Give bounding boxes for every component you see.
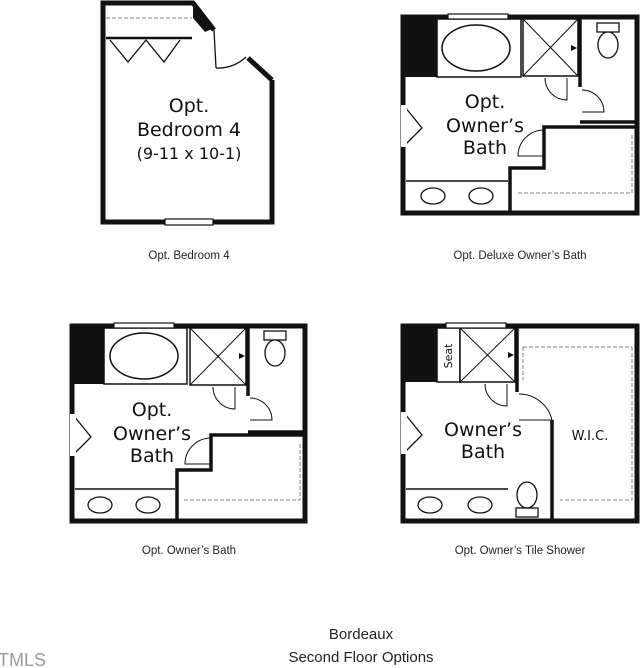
owners-bath-caption: Opt. Owner’s Bath — [142, 545, 236, 557]
closet-bifold-door-icon — [109, 38, 181, 64]
deluxe-bath-title-line1: Opt. — [465, 91, 506, 113]
owners-bath-closet-walls — [175, 433, 305, 521]
shower-head-icon — [508, 352, 514, 358]
deluxe-bath-column — [403, 17, 437, 77]
deluxe-bath-outer-walls — [400, 14, 640, 216]
owners-tile-shower-plan: Seat W.I.C. Owner’s Bath Opt. Owner’s Ti… — [400, 322, 640, 557]
owners-bath-title-line1: Opt. — [132, 399, 173, 421]
tile-shower-toilet-tank — [515, 507, 539, 518]
shower-head-icon — [239, 353, 245, 359]
owners-bath-title-line3: Bath — [130, 445, 174, 467]
bedroom-4-title-line1: Opt. — [169, 95, 210, 117]
plan-name: Bordeaux — [329, 626, 394, 643]
closet-door-swing-icon — [517, 129, 545, 157]
tile-shower-entry-door-icon — [404, 413, 423, 453]
closet-door-swing-icon — [184, 437, 212, 465]
bedroom-4-window — [164, 218, 214, 226]
tile-shower-outer-walls — [400, 323, 640, 524]
wic-label: W.I.C. — [572, 429, 609, 444]
owners-bath-title-line2: Owner’s — [113, 423, 191, 445]
deluxe-bath-entry-door-icon — [404, 106, 423, 146]
toilet-icon — [264, 339, 286, 367]
owners-bath-window — [113, 322, 175, 329]
deluxe-bath-closet-walls — [508, 125, 637, 213]
sink-icon — [468, 187, 494, 205]
tile-shower-title-line1: Owner’s — [444, 419, 522, 441]
tile-shower-title-line2: Bath — [461, 441, 505, 463]
shower-seat-label: Seat — [442, 343, 455, 368]
tile-shower-column — [403, 326, 437, 382]
sink-icon — [467, 496, 493, 514]
toilet-icon — [516, 481, 538, 509]
bathtub-icon — [441, 24, 511, 72]
owners-bath-entry-door-icon — [73, 415, 92, 455]
owners-toilet-tank — [263, 330, 287, 341]
sink-icon — [417, 496, 443, 514]
shower-head-icon — [571, 45, 577, 51]
toilet-icon — [597, 31, 619, 59]
mls-watermark: TMLS — [0, 650, 46, 668]
bedroom-4-caption: Opt. Bedroom 4 — [148, 250, 230, 262]
tile-shower-caption: Opt. Owner’s Tile Shower — [455, 545, 586, 557]
bedroom-4-corner-column — [193, 3, 214, 32]
bedroom-4-door-swing-icon — [213, 29, 247, 69]
wic-door-swing-icon — [518, 393, 553, 421]
bedroom-4-title-line2: Bedroom 4 — [137, 119, 241, 141]
bedroom-4-dimensions: (9-11 x 10-1) — [137, 144, 242, 163]
sink-icon — [420, 187, 446, 205]
deluxe-bath-window — [447, 13, 509, 20]
bedroom-4-door-jamb — [246, 56, 274, 82]
sink-icon — [87, 496, 113, 514]
owners-bath-plan: Opt. Owner’s Bath Opt. Owner’s Bath — [69, 322, 308, 557]
owners-bath-column — [72, 326, 104, 384]
deluxe-bath-title-line3: Bath — [463, 137, 507, 159]
deluxe-owners-bath-plan: Opt. Owner’s Bath Opt. Deluxe Owner’s Ba… — [400, 13, 640, 262]
wic-walls — [515, 326, 554, 521]
tile-shower-window — [445, 322, 507, 329]
bedroom-4-plan: Opt. Bedroom 4 (9-11 x 10-1) Opt. Bedroo… — [100, 0, 275, 262]
plan-subtitle: Second Floor Options — [288, 649, 433, 666]
deluxe-toilet-tank — [596, 22, 620, 33]
bathtub-icon — [109, 332, 179, 380]
deluxe-bath-caption: Opt. Deluxe Owner’s Bath — [453, 250, 586, 262]
deluxe-bath-title-line2: Owner’s — [446, 115, 524, 137]
sink-icon — [135, 496, 161, 514]
